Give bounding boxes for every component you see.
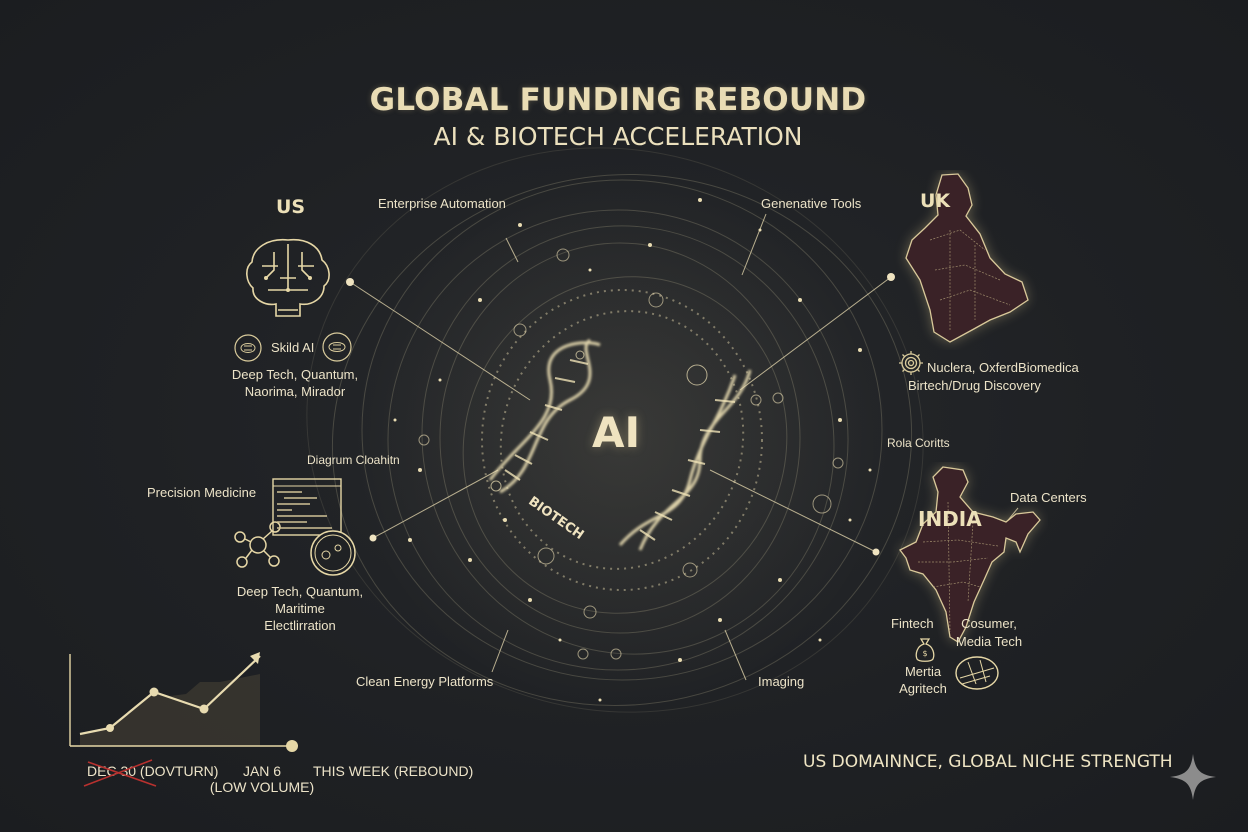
chart-label-this-week: THIS WEEK (REBOUND) xyxy=(313,763,474,779)
label-clean-energy-platforms: Clean Energy Platforms xyxy=(356,674,494,689)
india-media-line1: Mertia xyxy=(904,664,942,679)
india-data-centers-callout: Data Centers xyxy=(1010,490,1087,505)
us-company-skild-ai: Skild AI xyxy=(271,340,315,355)
label-enterprise-automation: Enterprise Automation xyxy=(378,196,506,211)
circuit-brain-icon xyxy=(246,238,330,317)
page-title: GLOBAL FUNDING REBOUND xyxy=(369,82,867,118)
footer-tagline: US DOMAINNCE, GLOBAL NICHE STRENGTH xyxy=(803,752,1173,772)
label-generative-tools: Genenative Tools xyxy=(761,196,862,211)
region-us-title: US xyxy=(276,196,306,218)
us-sectors-line2: Naorima, Mirador xyxy=(244,384,346,399)
svg-text:$: $ xyxy=(922,649,927,658)
us-sectors-line1: Deep Tech, Quantum, xyxy=(231,367,359,382)
label-precision-medicine: Precision Medicine xyxy=(147,485,257,500)
page-subtitle: AI & BIOTECH ACCELERATION xyxy=(433,122,803,151)
brain-badge-icon xyxy=(234,334,262,362)
chart-label-jan6-line2: (LOW VOLUME) xyxy=(209,779,315,795)
money-bag-icon: $ xyxy=(915,638,935,662)
core-ai-label: AI xyxy=(592,408,641,457)
region-india-title: INDIA xyxy=(918,507,982,531)
india-consumer-line1: Cosumer, xyxy=(961,616,1017,631)
chart-label-dec30: DEC 30 (DOVTURN) xyxy=(87,763,219,779)
india-consumer-line2: Media Tech xyxy=(955,634,1023,649)
gear-icon xyxy=(899,351,923,375)
label-imaging: Imaging xyxy=(758,674,805,689)
us-lower-sectors-line1: Deep Tech, Quantum, xyxy=(236,584,364,599)
uk-sector: Birtech/Drug Discovery xyxy=(908,378,1041,393)
farm-field-icon xyxy=(955,656,999,690)
cell-icon xyxy=(310,530,356,576)
india-map xyxy=(899,466,1041,643)
us-lower-sectors-line3: Electlirration xyxy=(264,618,336,633)
india-media-line2: Agritech xyxy=(899,681,947,696)
brain-badge-icon xyxy=(322,332,352,362)
region-uk-title: UK xyxy=(920,190,951,212)
molecule-icon xyxy=(234,521,281,568)
uk-map xyxy=(905,173,1029,343)
uk-companies: Nuclera, OxferdBiomedica xyxy=(927,360,1079,375)
india-fintech: Fintech xyxy=(891,616,934,631)
chart-label-jan6-line1: JAN 6 xyxy=(242,763,282,779)
code-window-icon xyxy=(272,478,342,536)
strikethrough-x-icon xyxy=(83,759,157,787)
label-diagnostic-cloud: Diagrum Cloahitn xyxy=(307,453,400,467)
us-lower-sectors-line2: Maritime xyxy=(275,601,325,616)
trend-line-chart xyxy=(69,652,298,752)
sparkle-icon xyxy=(1170,754,1216,800)
label-rola-coritts: Rola Coritts xyxy=(887,436,950,450)
